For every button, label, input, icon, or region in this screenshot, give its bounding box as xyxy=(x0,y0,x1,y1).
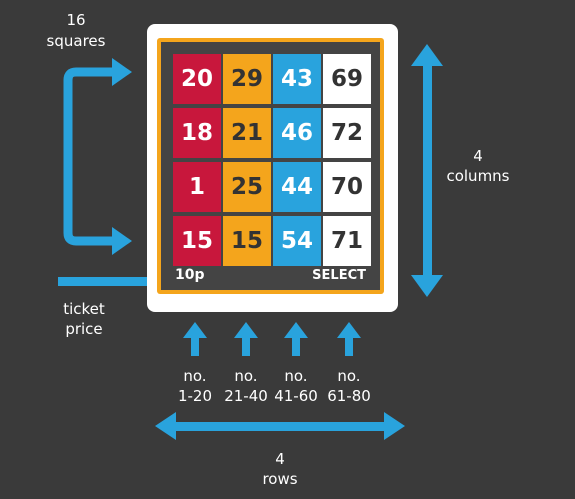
range-value-3: 41-60 xyxy=(274,387,318,405)
ticket-number: 29 xyxy=(223,54,271,104)
columns-arrow-shaft xyxy=(423,62,432,278)
rows-arrowhead-left xyxy=(155,412,176,440)
range-no-4: no. xyxy=(337,367,361,385)
bingo-ticket-card[interactable]: 20 29 43 69 18 21 46 72 1 25 44 70 15 15… xyxy=(147,24,398,312)
ticket-number: 21 xyxy=(223,108,271,158)
columns-arrowhead-bottom xyxy=(411,275,443,297)
squares-word-label: squares xyxy=(46,32,106,50)
ticket-number: 72 xyxy=(323,108,371,158)
squares-arrowhead-top xyxy=(112,58,132,86)
squares-bracket-arrow xyxy=(63,67,114,246)
rows-word-label: rows xyxy=(262,470,298,488)
rows-count-label: 4 xyxy=(275,450,285,468)
squares-arrowhead-bottom xyxy=(112,227,132,255)
ticket-number: 69 xyxy=(323,54,371,104)
ticket-panel: 20 29 43 69 18 21 46 72 1 25 44 70 15 15… xyxy=(161,42,380,290)
range-no-2: no. xyxy=(234,367,258,385)
ticket-number: 25 xyxy=(223,162,271,212)
columns-count-label: 4 xyxy=(473,147,483,165)
ticket-number: 20 xyxy=(173,54,221,104)
ticket-number-grid: 20 29 43 69 18 21 46 72 1 25 44 70 15 15… xyxy=(173,54,371,266)
ticket-number: 71 xyxy=(323,216,371,266)
columns-arrowhead-top xyxy=(411,44,443,66)
range-value-2: 21-40 xyxy=(224,387,268,405)
ticket-number: 18 xyxy=(173,108,221,158)
ticket-number: 44 xyxy=(273,162,321,212)
ticket-number: 15 xyxy=(223,216,271,266)
rows-arrowhead-right xyxy=(384,412,405,440)
ticket-number: 46 xyxy=(273,108,321,158)
range-value-1: 1-20 xyxy=(177,387,213,405)
range-no-3: no. xyxy=(284,367,308,385)
ticket-number: 15 xyxy=(173,216,221,266)
ticket-number: 70 xyxy=(323,162,371,212)
range-no-1: no. xyxy=(183,367,207,385)
rows-arrow-shaft xyxy=(172,422,388,431)
columns-word-label: columns xyxy=(446,167,510,185)
ticket-border: 20 29 43 69 18 21 46 72 1 25 44 70 15 15… xyxy=(157,38,384,294)
squares-count-label: 16 xyxy=(66,11,86,29)
ticket-word-label: ticket xyxy=(63,300,105,318)
ticket-price-arrow-shaft xyxy=(58,277,158,286)
ticket-price: 10p xyxy=(175,267,205,283)
price-word-label: price xyxy=(65,320,103,338)
range-value-4: 61-80 xyxy=(327,387,371,405)
select-button[interactable]: SELECT xyxy=(312,268,366,283)
ticket-number: 1 xyxy=(173,162,221,212)
ticket-number: 43 xyxy=(273,54,321,104)
range-up-arrows xyxy=(183,322,361,356)
ticket-number: 54 xyxy=(273,216,321,266)
